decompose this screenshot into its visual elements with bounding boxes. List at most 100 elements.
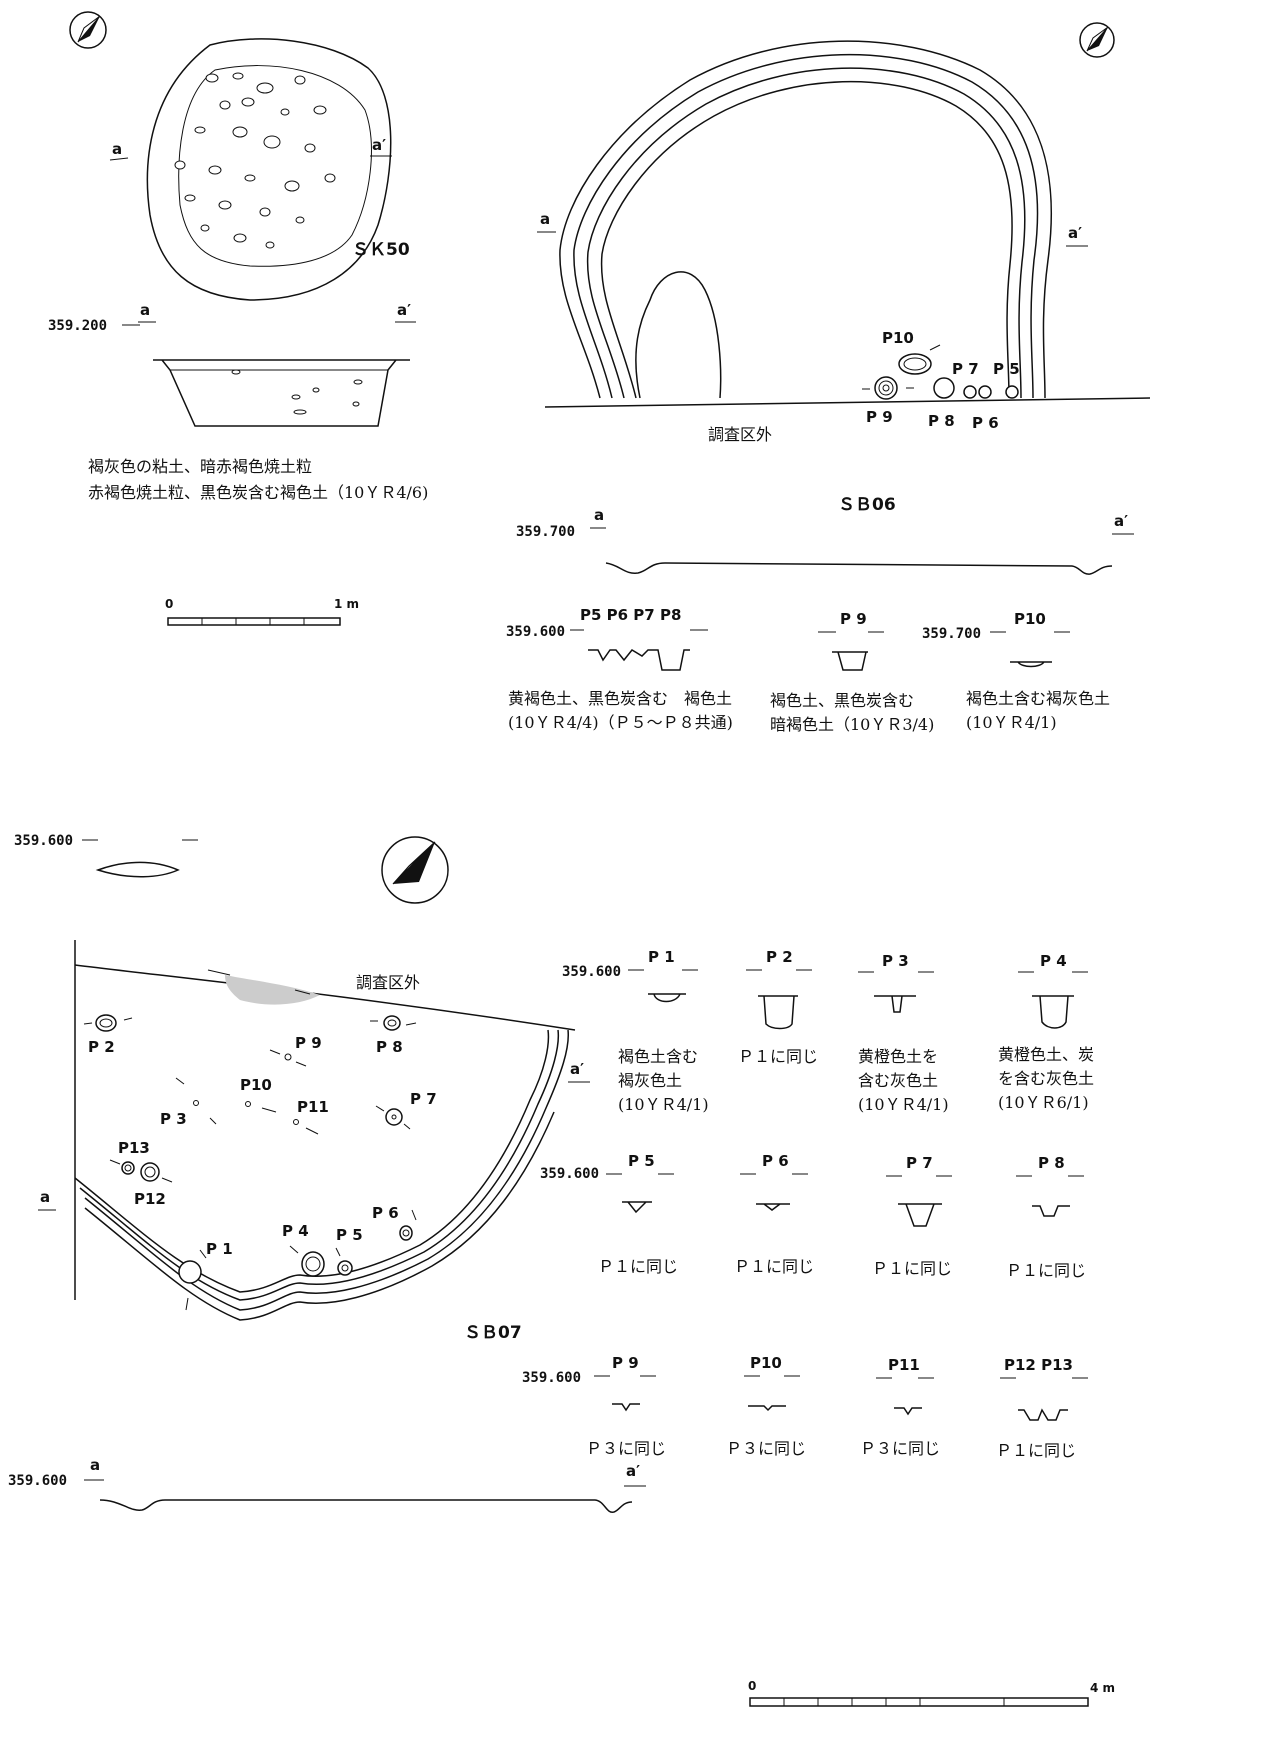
sb07-row2-p6-label: P 6 <box>762 1152 789 1170</box>
sb07-row1-p1-note-1: 褐色土含む <box>618 1047 698 1066</box>
sb06-a-label: a <box>540 210 550 228</box>
sb07-row2-p8-section <box>1032 1205 1070 1217</box>
sk50-stones <box>174 72 336 249</box>
sk50-section-a-prime-label: a′ <box>397 301 411 319</box>
sb06-p5p8-note-1: 黄褐色土、黒色炭含む 褐色土 <box>508 689 732 708</box>
sb07-section-elevation: 359.600 <box>8 1473 67 1489</box>
sb07-pit-p9-label: P 9 <box>295 1034 322 1052</box>
sb07-row3-p10-label: P10 <box>750 1354 782 1372</box>
sb06-p10-label: P10 <box>1014 610 1046 628</box>
sb07-pit-p1-label: P 1 <box>206 1240 233 1258</box>
sb07-row3-p11-note: Ｐ３に同じ <box>860 1439 940 1458</box>
sb07-title: ＳＢ07 <box>464 1323 522 1343</box>
north-arrow-icon <box>69 11 107 49</box>
sb07-stipple-area <box>225 975 320 1005</box>
sb07-pit-p6-label: P 6 <box>372 1204 399 1222</box>
sb07-pit-p7-label: P 7 <box>410 1090 437 1108</box>
sb06-p10-note-2: (10ＹＲ4/1) <box>966 713 1057 732</box>
sb06-section-a-prime-label: a′ <box>1114 512 1128 530</box>
sk50-title: ＳＫ50 <box>352 240 410 260</box>
sb07-pit-p8-label: P 8 <box>376 1038 403 1056</box>
sb06-dwelling-outline <box>544 40 1151 408</box>
sb07-row3-p11-label: P11 <box>888 1356 920 1374</box>
sb07-row2-p5-label: P 5 <box>628 1152 655 1170</box>
sk50-elevation: 359.200 <box>48 318 107 334</box>
sb07-row2-p8-note: Ｐ１に同じ <box>1006 1261 1086 1280</box>
sb07-row1-p4-section <box>1032 995 1074 1029</box>
sb06-title: ＳＢ06 <box>838 495 896 515</box>
north-arrow-icon <box>381 836 449 904</box>
sb06-p9-note-2: 暗褐色土（10ＹＲ3/4) <box>770 715 934 734</box>
sb07-row3-elevation: 359.600 <box>522 1370 581 1386</box>
sb07-group: 調査区外 a a′ <box>8 836 1115 1707</box>
sb07-row1-p1-note-2: 褐灰色土 <box>618 1071 682 1090</box>
sb07-row1-p3-section <box>874 995 916 1013</box>
sb07-a-label: a <box>40 1188 50 1206</box>
sb07-row3-p9-note: Ｐ３に同じ <box>586 1439 666 1458</box>
sb06-pit-p7-label: P 7 <box>952 360 979 378</box>
sb07-row2-p5-note: Ｐ１に同じ <box>598 1257 678 1276</box>
sb07-pit-p4-label: P 4 <box>282 1222 309 1240</box>
sk50-note-1: 褐灰色の粘土、暗赤褐色焼土粒 <box>88 457 312 476</box>
sb06-section-profile <box>605 562 1113 575</box>
sb06-p5p8-note-2: (10ＹＲ4/4)（Ｐ５～Ｐ８共通) <box>508 713 733 732</box>
sb06-section-elevation: 359.700 <box>516 524 575 540</box>
misc-section-profile <box>95 861 180 878</box>
sb06-pit-p10-label: P10 <box>882 329 914 347</box>
sb07-row3-p9-section <box>612 1403 640 1412</box>
sb07-row2-p6-note: Ｐ１に同じ <box>734 1257 814 1276</box>
sb07-row1-elevation: 359.600 <box>562 964 621 980</box>
sb07-pits <box>83 1014 417 1311</box>
sb07-section-a-label: a <box>90 1456 100 1474</box>
sk50-pit-floor <box>178 65 372 267</box>
sb07-pit-p2-label: P 2 <box>88 1038 115 1056</box>
sk50-scale-bar: 0 1 m <box>165 597 359 626</box>
sk50-section-profile <box>153 359 410 427</box>
misc-section-group: 359.600 <box>14 833 198 878</box>
sb07-section-profile <box>99 1499 633 1513</box>
sb06-p5p8-section <box>588 649 690 671</box>
sk50-section-inclusions <box>231 369 363 415</box>
sb07-row1-p3-label: P 3 <box>882 952 909 970</box>
sb07-row3-p11-section <box>894 1407 922 1416</box>
sb06-pit-p5-label: P 5 <box>993 360 1020 378</box>
sb07-row1-p2-note-1: Ｐ１に同じ <box>738 1047 818 1066</box>
sb07-pit-p13-label: P13 <box>118 1139 150 1157</box>
sb06-pit-p8-label: P 8 <box>928 412 955 430</box>
sb07-row1-p3-note-1: 黄橙色土を <box>858 1047 938 1066</box>
sb07-row3-p9-label: P 9 <box>612 1354 639 1372</box>
sb06-pits <box>862 344 1019 400</box>
sb07-dwelling-outline <box>74 940 576 1321</box>
sb06-p10-note-1: 褐色土含む褐灰色土 <box>966 689 1110 708</box>
sb06-p9-label: P 9 <box>840 610 867 628</box>
sk50-note-2: 赤褐色焼土粒、黒色炭含む褐色土（10ＹＲ4/6) <box>88 483 428 502</box>
sb07-row3-p12p13-label: P12 P13 <box>1004 1356 1073 1374</box>
sb07-row2-p5-section <box>622 1201 652 1214</box>
sk50-pit-outline <box>146 38 392 301</box>
sb07-row3-p12p13-section <box>1018 1408 1068 1421</box>
sb07-row1-p4-note-2: を含む灰色土 <box>998 1069 1094 1088</box>
sb06-p10-section <box>1010 661 1052 668</box>
sk50-group: a a′ ＳＫ50 359.200 a a′ 褐灰色の粘土、暗赤褐色焼土粒 赤褐… <box>48 11 428 626</box>
sb07-row1-p3-note-2: 含む灰色土 <box>858 1071 938 1090</box>
sk50-scale-end: 1 m <box>334 597 359 611</box>
sb07-row2-p7-label: P 7 <box>906 1154 933 1172</box>
sb07-row1-p1-note-3: (10ＹＲ4/1) <box>618 1095 709 1114</box>
sb07-pit-p10-label: P10 <box>240 1076 272 1094</box>
sb07-row2-p6-section <box>756 1203 790 1211</box>
misc-section-elevation: 359.600 <box>14 833 73 849</box>
sb07-row2-p7-section <box>898 1203 942 1227</box>
sb07-row1-p1-section <box>648 993 686 1003</box>
sb06-section-a-label: a <box>594 506 604 524</box>
sb07-row1-p4-label: P 4 <box>1040 952 1067 970</box>
sb07-row1-p4-note-3: (10ＹＲ6/1) <box>998 1093 1089 1112</box>
sk50-scale-zero: 0 <box>165 597 173 611</box>
sb07-row1-p2-label: P 2 <box>766 948 793 966</box>
sb06-p5p8-elevation: 359.600 <box>506 624 565 640</box>
sb07-row3-p10-note: Ｐ３に同じ <box>726 1439 806 1458</box>
sb07-row2-elevation: 359.600 <box>540 1166 599 1182</box>
sb06-pit-p9-label: P 9 <box>866 408 893 426</box>
sb07-row1-p2-section <box>758 995 798 1030</box>
sk50-section-a-label: a <box>140 301 150 319</box>
